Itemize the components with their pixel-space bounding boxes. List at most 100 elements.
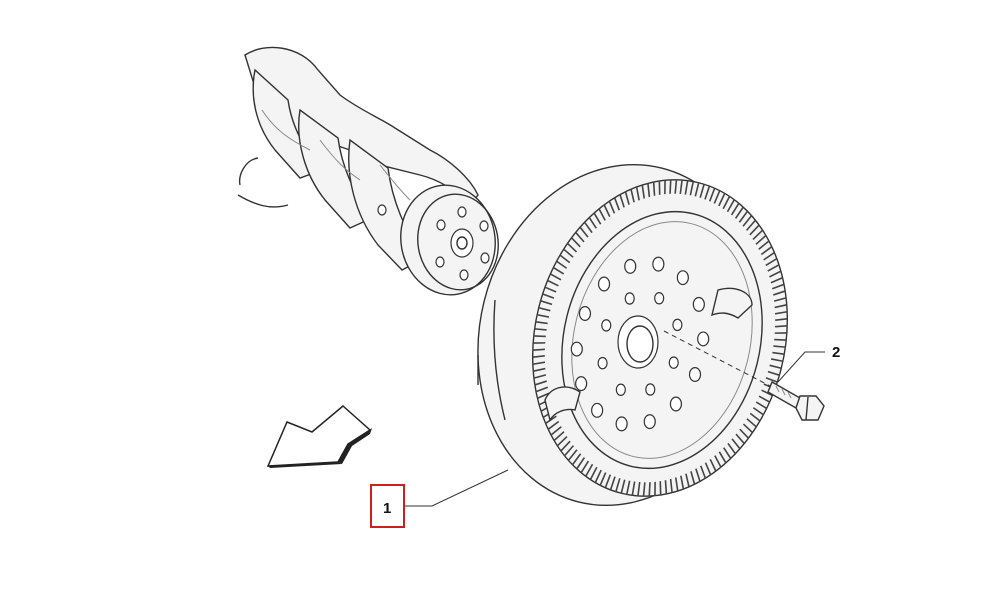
gear-tooth (745, 219, 757, 231)
gear-tooth (722, 196, 731, 210)
gear-tooth (708, 187, 716, 202)
gear-tooth (647, 183, 651, 198)
gear-tooth (680, 475, 685, 490)
gear-tooth (718, 193, 726, 207)
bolt-hole (615, 416, 628, 432)
gear-tooth (533, 374, 547, 379)
ring-gear-teeth (532, 179, 788, 497)
gear-tooth (734, 206, 744, 219)
flywheel-drawing (477, 164, 789, 506)
gear-tooth (765, 377, 778, 383)
gear-tooth (550, 426, 562, 436)
gear-tooth (752, 407, 764, 416)
gear-tooth (758, 395, 771, 403)
gear-tooth (580, 460, 590, 474)
gear-tooth (579, 226, 589, 238)
bolt-hole (645, 383, 656, 396)
gear-tooth (704, 462, 712, 476)
gear-tooth (755, 234, 767, 245)
gear-tooth (566, 242, 578, 253)
gear-tooth (749, 224, 760, 236)
callout-1-number: 1 (383, 500, 391, 517)
gear-tooth (547, 420, 560, 430)
gear-tooth (598, 208, 606, 221)
gear-tooth (774, 310, 788, 315)
gear-tooth (771, 283, 785, 290)
gear-tooth (537, 392, 550, 400)
gear-tooth (630, 189, 635, 203)
gear-tooth (560, 440, 571, 452)
gear-tooth (723, 447, 732, 459)
bolt-hole (652, 256, 665, 272)
gear-tooth (775, 325, 788, 328)
gear-tooth (674, 179, 678, 194)
gear-tooth (571, 453, 582, 466)
callout-2: 2 (777, 344, 840, 383)
gear-tooth (718, 451, 727, 464)
gear-tooth (684, 180, 689, 195)
gear-tooth (535, 321, 548, 325)
bolt-hole (570, 341, 583, 357)
gear-tooth (544, 286, 557, 293)
gear-tooth (563, 445, 575, 457)
gear-tooth (534, 328, 547, 331)
gear-tooth (635, 186, 640, 201)
gear-tooth (620, 479, 626, 494)
gear-tooth (699, 184, 705, 198)
gear-tooth (642, 482, 646, 497)
gear-tooth (690, 471, 696, 485)
gear-tooth (652, 181, 656, 196)
gear-tooth (726, 199, 735, 213)
bolt-hole (669, 396, 683, 412)
gear-tooth (760, 246, 773, 256)
gear-tooth (749, 412, 761, 422)
gear-tooth (730, 202, 740, 216)
gear-tooth (585, 463, 594, 477)
gear-tooth (570, 237, 581, 248)
gear-tooth (669, 179, 672, 194)
gear-tooth (559, 254, 571, 264)
bolt-hole (624, 292, 635, 305)
bolt-hole (575, 376, 588, 392)
gear-tooth (752, 229, 764, 241)
gear-tooth (619, 194, 625, 208)
gear-tooth (773, 297, 787, 302)
gear-tooth (713, 190, 721, 204)
bolt-hole (601, 319, 612, 332)
gear-tooth (739, 428, 750, 439)
bolt-hole (672, 318, 683, 332)
gear-tooth (547, 279, 559, 287)
gear-tooth (625, 480, 631, 495)
gear-tooth (742, 423, 754, 434)
gear-tooth (695, 468, 701, 482)
gear-tooth (669, 478, 673, 493)
gear-tooth (735, 433, 745, 445)
gear-tooth (567, 449, 578, 461)
gear-tooth (767, 264, 780, 272)
gear-tooth (532, 361, 546, 366)
gear-tooth (738, 210, 749, 223)
gear-tooth (689, 181, 695, 196)
bolt-hole (676, 270, 689, 286)
bolt-hole (688, 367, 702, 382)
gear-tooth (534, 380, 547, 386)
bolt-hole (615, 383, 626, 396)
gear-tooth (761, 389, 773, 397)
bolt-hole (624, 258, 637, 274)
gear-tooth (540, 300, 553, 306)
gear-tooth (775, 317, 788, 322)
gear-tooth (536, 313, 550, 318)
gear-tooth (538, 306, 551, 312)
gear-tooth (770, 358, 784, 363)
gear-tooth (694, 182, 700, 197)
callout-2-number: 2 (832, 344, 840, 361)
callout-1-highlight-box (370, 484, 405, 528)
gear-tooth (679, 179, 683, 195)
gear-tooth (772, 351, 785, 355)
gear-tooth (575, 231, 585, 243)
gear-tooth (769, 270, 782, 278)
bolt-hole (654, 292, 665, 305)
gear-tooth (685, 473, 690, 487)
gear-tooth (631, 481, 636, 496)
